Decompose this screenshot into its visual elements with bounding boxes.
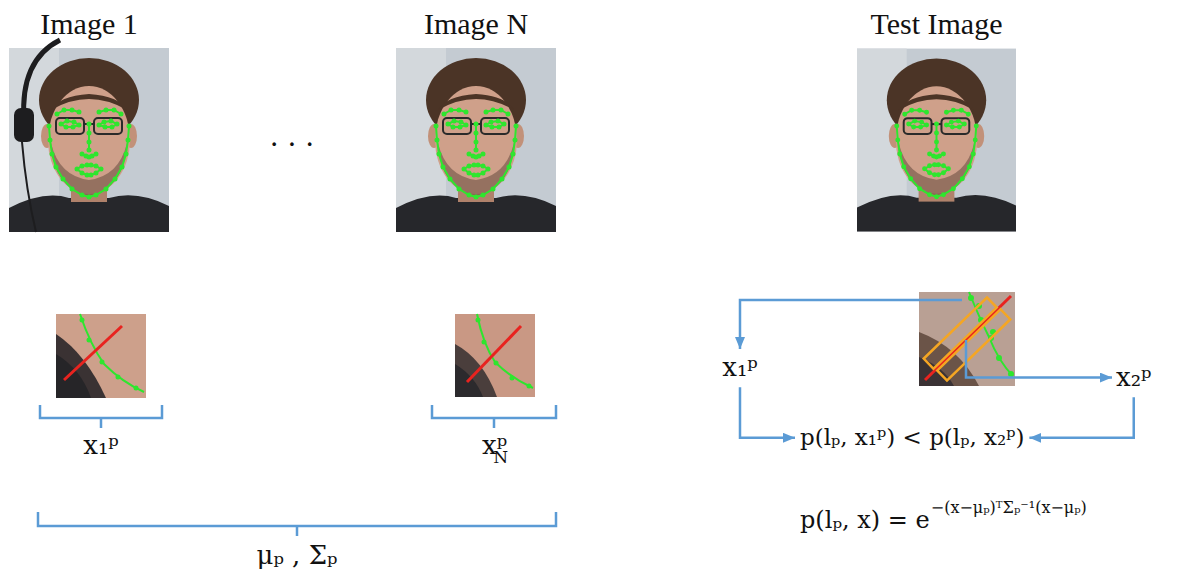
image-frame: Image N: [396, 6, 556, 232]
image-title: Image 1: [0, 6, 210, 42]
math-subscript: N: [493, 447, 508, 467]
inequality: p(lₚ, x₁ᵖ) < p(lₚ, x₂ᵖ): [800, 424, 1024, 452]
face-photo: [396, 48, 556, 232]
math-label: x₂ᵖ: [1116, 362, 1151, 393]
face-photo: [9, 48, 169, 232]
image-patch: [455, 314, 535, 397]
image-title: Test Image: [817, 6, 1056, 42]
math-label: μₚ , Σₚ: [257, 540, 338, 571]
formula: p(lₚ, x) = e: [800, 506, 930, 535]
flow-arrow: [740, 300, 1134, 438]
math-label: x₁ᵖ: [722, 352, 757, 383]
headphones: [14, 40, 60, 232]
image-frame: Image 1: [8, 6, 170, 232]
ellipsis: · · ·: [270, 128, 315, 162]
bracket: [38, 405, 556, 536]
formula-exponent: −(x−μₚ)ᵀΣₚ⁻¹(x−μₚ): [931, 498, 1087, 517]
image-patch: [56, 314, 146, 398]
image-frame: Test Image: [857, 6, 1016, 232]
math-label: x₁ᵖ: [83, 430, 118, 461]
face-photo: [857, 49, 1016, 232]
image-title: Image N: [356, 6, 596, 42]
